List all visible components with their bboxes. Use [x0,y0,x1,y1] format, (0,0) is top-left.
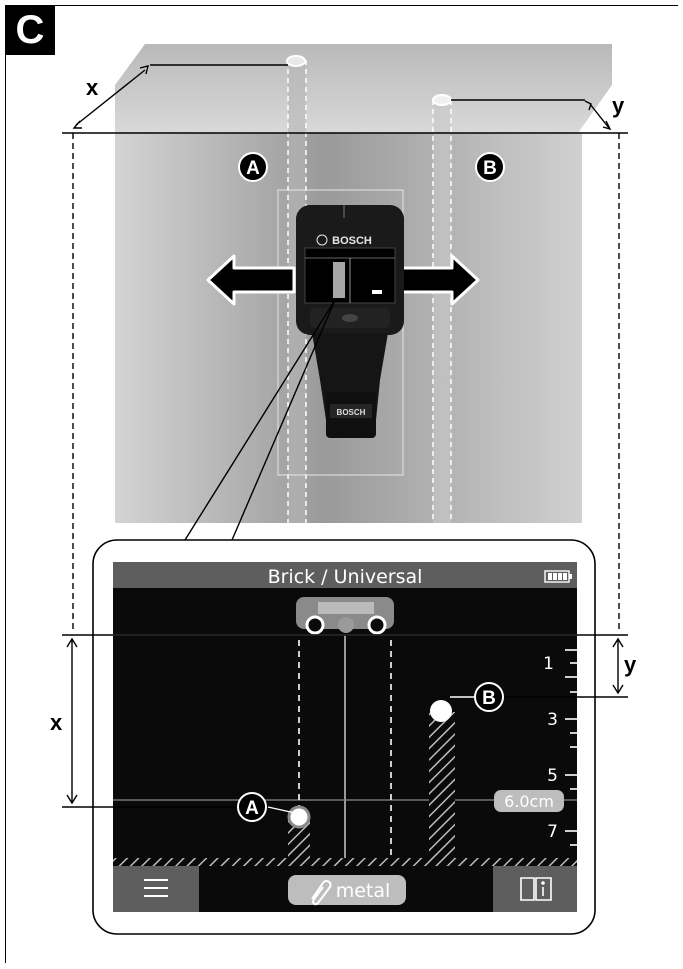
wall-scanner-device: BOSCH BOSCH [296,205,404,438]
detected-object-a [287,805,311,866]
device-brand-label: BOSCH [332,235,372,247]
device-handle-brand-label: BOSCH [337,408,366,417]
dimension-label-x-screen: x [50,710,63,735]
detected-object-b [429,700,455,866]
dimension-label-x-top: x [86,75,99,100]
svg-text:B: B [483,158,497,179]
dimension-label-y-screen: y [624,652,637,677]
figure-label: C [5,5,55,55]
display-marker-b: B [450,682,628,712]
scale-tick-7: 7 [547,822,558,842]
svg-text:A: A [245,798,259,819]
info-softkey [493,866,577,912]
svg-text:6.0cm: 6.0cm [504,792,554,811]
hidden-object-b [432,94,452,523]
svg-text:A: A [246,158,260,179]
scale-tick-1: 1 [543,654,554,674]
mode-button-metal: metal [288,875,406,906]
display-marker-a: A [62,792,296,822]
scale-tick-3: 3 [547,710,558,730]
screen-title: Brick / Universal [268,566,423,588]
paperclip-icon [311,880,332,906]
scale-tick-5: 5 [547,766,558,786]
scan-area-outline [277,189,404,476]
wall-top-surface [115,44,612,133]
menu-icon [144,879,168,897]
depth-readout: 6.0cm [494,790,564,812]
battery-icon [544,570,572,583]
marker-a-wall: A [238,152,268,182]
svg-text:B: B [482,688,496,709]
screen-dimension-lines [62,634,628,805]
figure-frame [5,5,678,963]
device-position-icon [296,597,394,635]
info-book-icon [520,877,552,901]
wall-back-hatch [113,858,577,866]
top-dimension-lines [62,64,628,630]
dimension-label-y-top: y [612,93,625,118]
device-display: Brick / Universal [113,562,577,912]
move-left-arrow [206,254,296,306]
callout-lines [184,299,336,541]
svg-text:metal: metal [336,880,391,902]
marker-b-wall: B [475,152,505,182]
